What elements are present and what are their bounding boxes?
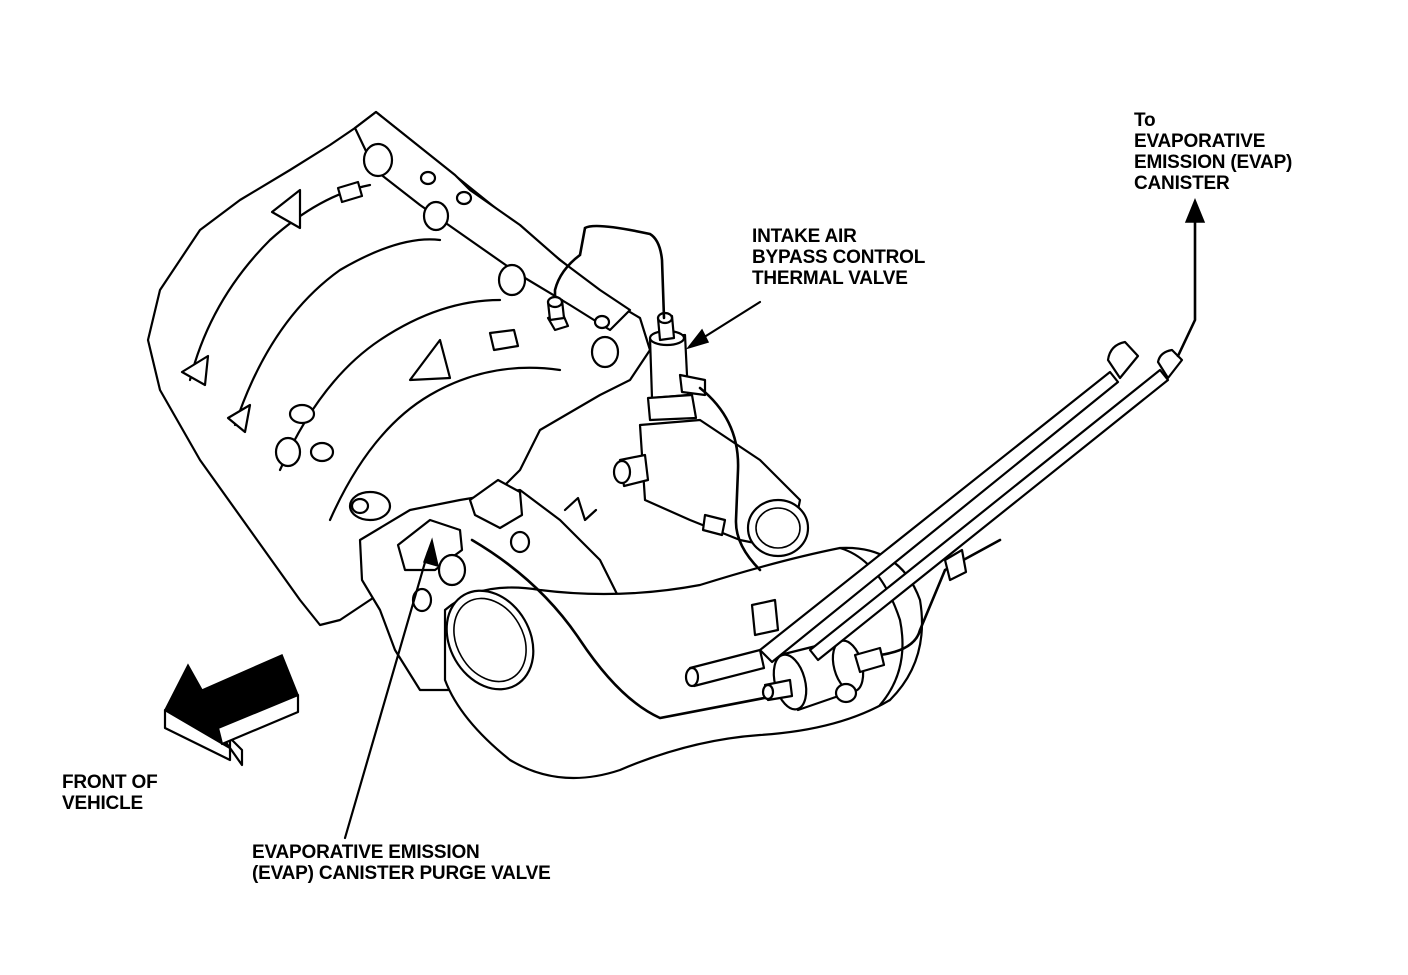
label-line: EVAPORATIVE xyxy=(1134,131,1266,152)
label-line: THERMAL VALVE xyxy=(752,268,908,289)
label-thermal-valve: INTAKE AIR BYPASS CONTROL THERMAL VALVE xyxy=(752,226,925,289)
intake-duct xyxy=(443,546,924,780)
thermal-valve xyxy=(612,311,810,558)
vacuum-hoses xyxy=(470,224,1002,720)
label-line: EVAPORATIVE EMISSION xyxy=(252,842,480,863)
front-direction-arrow-icon xyxy=(163,654,300,767)
label-line: BYPASS CONTROL xyxy=(752,247,926,268)
label-line: (EVAP) CANISTER PURGE VALVE xyxy=(252,863,551,884)
label-line: To xyxy=(1134,110,1156,131)
pointer-arrow-icon xyxy=(685,328,710,350)
label-evap-canister: To EVAPORATIVE EMISSION (EVAP) CANISTER xyxy=(1134,110,1292,194)
label-front-of-vehicle: FRONT OF VEHICLE xyxy=(62,772,158,814)
label-line: VEHICLE xyxy=(62,793,143,814)
pointer-arrow-icon xyxy=(423,537,440,568)
label-line: EMISSION (EVAP) xyxy=(1134,152,1293,173)
purge-valve-assembly xyxy=(684,638,886,712)
label-line: FRONT OF xyxy=(62,772,158,793)
pointer-arrows xyxy=(343,300,762,840)
label-line: INTAKE AIR xyxy=(752,226,857,247)
label-purge-valve: EVAPORATIVE EMISSION (EVAP) CANISTER PUR… xyxy=(252,842,551,884)
evap-lines xyxy=(758,198,1206,664)
label-line: CANISTER xyxy=(1134,173,1230,194)
